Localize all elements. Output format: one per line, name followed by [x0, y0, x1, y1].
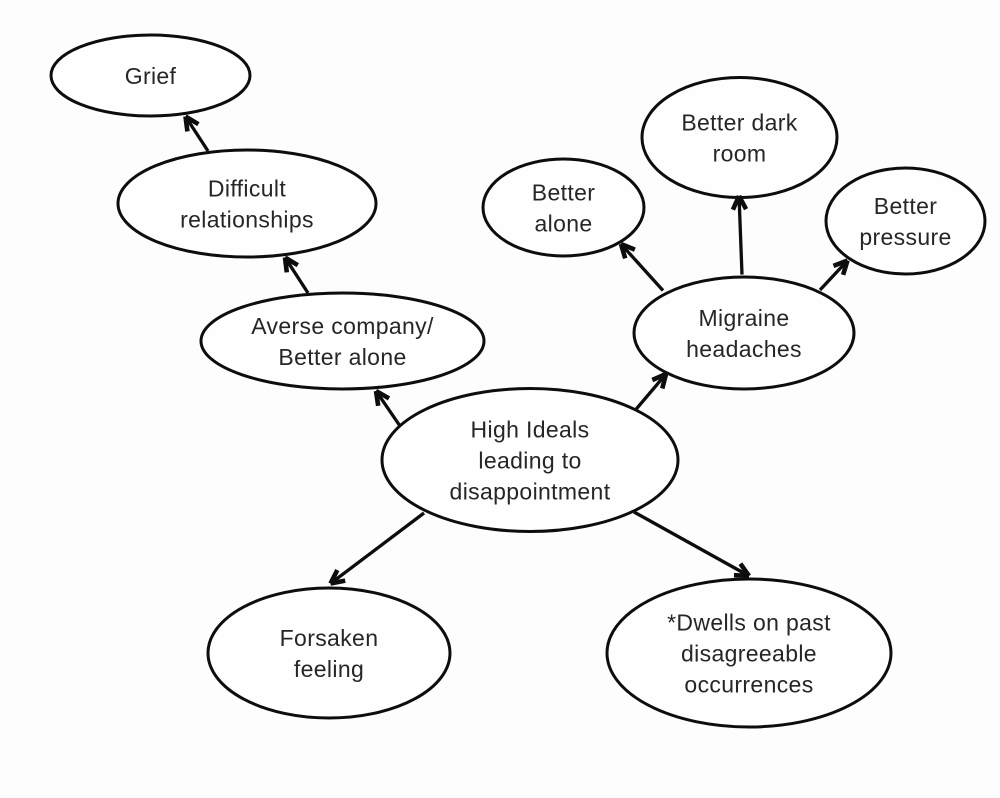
svg-text:Forsaken: Forsaken [280, 625, 379, 651]
svg-text:relationships: relationships [180, 207, 314, 233]
svg-text:pressure: pressure [859, 224, 951, 250]
svg-text:High Ideals: High Ideals [471, 417, 590, 443]
svg-text:disappointment: disappointment [450, 479, 611, 505]
svg-text:Better: Better [532, 180, 595, 206]
svg-text:disagreeable: disagreeable [681, 641, 817, 667]
svg-text:occurrences: occurrences [684, 672, 813, 698]
svg-text:Better dark: Better dark [681, 110, 797, 136]
svg-text:Grief: Grief [125, 63, 177, 89]
svg-text:alone: alone [534, 211, 592, 237]
svg-text:leading to: leading to [478, 448, 581, 474]
svg-text:*Dwells on past: *Dwells on past [667, 610, 831, 636]
svg-text:feeling: feeling [294, 656, 364, 682]
svg-text:Better: Better [874, 193, 937, 219]
svg-text:Migraine: Migraine [698, 305, 789, 331]
svg-text:Averse company/: Averse company/ [251, 313, 434, 339]
svg-text:Better alone: Better alone [278, 344, 406, 370]
svg-text:headaches: headaches [686, 336, 802, 362]
svg-text:Difficult: Difficult [208, 176, 286, 202]
svg-text:room: room [713, 141, 767, 167]
